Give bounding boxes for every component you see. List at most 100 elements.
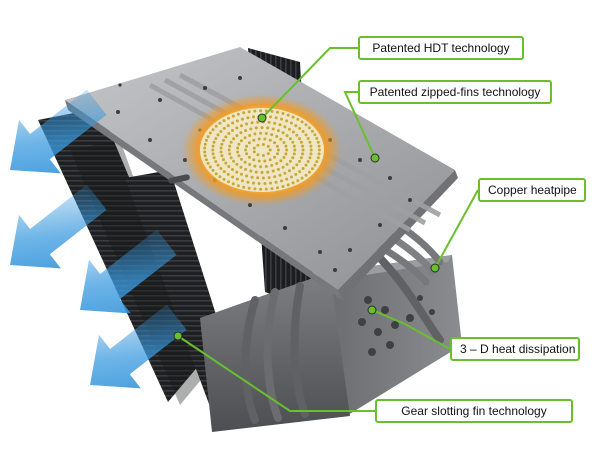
pin-dot bbox=[214, 124, 218, 128]
pin-dot bbox=[266, 126, 270, 130]
pin-dot bbox=[291, 156, 295, 160]
pin-dot bbox=[283, 125, 287, 129]
pin-dot bbox=[228, 152, 232, 156]
callout-zipped-fins-technology: Patented zipped-fins technology bbox=[358, 80, 552, 104]
pin-dot bbox=[247, 186, 251, 190]
pin-dot bbox=[239, 165, 243, 169]
pin-dot bbox=[266, 152, 270, 156]
pin-dot bbox=[239, 157, 243, 161]
pin-dot bbox=[220, 142, 224, 146]
pin-dot bbox=[224, 161, 228, 165]
pin-dot bbox=[263, 137, 267, 141]
pin-dot bbox=[291, 140, 295, 144]
pin-dot bbox=[235, 134, 239, 138]
pin-dot bbox=[243, 160, 247, 164]
pin-dot bbox=[295, 133, 299, 137]
leader-gear bbox=[177, 335, 375, 412]
pin-dot bbox=[235, 162, 239, 166]
pin-dot bbox=[208, 131, 212, 135]
pin-dot bbox=[291, 115, 295, 119]
pin-dot bbox=[227, 116, 230, 120]
pin-dot bbox=[222, 170, 226, 174]
pin-dot bbox=[250, 175, 254, 179]
pin-dot bbox=[252, 181, 255, 185]
pin-dot bbox=[316, 156, 320, 160]
pin-dot bbox=[282, 156, 286, 159]
pin-dot bbox=[214, 160, 218, 163]
pin-dot bbox=[227, 148, 231, 152]
pin-dot bbox=[253, 164, 257, 168]
pin-dot bbox=[231, 114, 235, 118]
dot-gear bbox=[173, 331, 183, 341]
pin-dot bbox=[304, 173, 308, 177]
pin-dot bbox=[212, 156, 216, 160]
pin-dot bbox=[299, 156, 303, 160]
pin-dot bbox=[222, 126, 226, 130]
pin-dot bbox=[245, 152, 249, 156]
pin-dot bbox=[253, 187, 257, 191]
cooler-body bbox=[200, 255, 462, 432]
pin-dot bbox=[292, 152, 296, 156]
dot-zipped bbox=[370, 153, 380, 163]
pin-dot bbox=[264, 165, 268, 168]
pin-dot bbox=[298, 170, 302, 174]
leader-lines bbox=[177, 47, 479, 412]
pin-dot bbox=[247, 141, 251, 145]
pin-dot bbox=[299, 140, 303, 144]
pin-dot bbox=[280, 179, 283, 183]
pin-dot bbox=[271, 169, 275, 173]
pin-dot bbox=[250, 121, 254, 125]
pin-dot bbox=[206, 135, 210, 139]
pin-dot bbox=[228, 144, 232, 148]
pin-dot bbox=[281, 165, 285, 169]
pin-dot bbox=[212, 140, 216, 144]
pin-dot bbox=[252, 138, 256, 142]
pin-dot bbox=[244, 148, 248, 152]
pin-dot bbox=[268, 138, 272, 142]
pin-dot bbox=[275, 152, 279, 156]
pin-dot bbox=[232, 137, 236, 141]
pin-dot bbox=[240, 172, 243, 176]
pin-dot bbox=[259, 131, 263, 135]
pin-dot bbox=[203, 150, 207, 154]
leader-hdt bbox=[261, 47, 358, 119]
pin-dot bbox=[237, 142, 241, 146]
pin-dot bbox=[275, 162, 279, 165]
pin-dot bbox=[244, 129, 248, 133]
pin-dot bbox=[273, 155, 277, 159]
pin-dot bbox=[222, 119, 226, 123]
pin-dot bbox=[306, 137, 310, 140]
pin-dot bbox=[243, 136, 247, 140]
pin-dot bbox=[222, 138, 225, 142]
pin-dot bbox=[304, 163, 308, 167]
pin-dot bbox=[252, 158, 256, 162]
pin-dot bbox=[211, 152, 215, 156]
pin-dot bbox=[304, 133, 308, 137]
side-vent-holes bbox=[358, 295, 435, 356]
pin-dot bbox=[307, 170, 311, 174]
pin-dot bbox=[281, 112, 285, 115]
plate-slot bbox=[168, 174, 190, 184]
pin-dot bbox=[245, 122, 249, 126]
pin-dot bbox=[269, 115, 272, 119]
leader-zipped bbox=[343, 91, 376, 159]
pin-dot bbox=[218, 175, 222, 179]
pin-dot bbox=[245, 174, 249, 178]
pin-dot bbox=[236, 184, 240, 188]
pin-dot bbox=[203, 146, 207, 150]
pin-dot bbox=[241, 179, 244, 183]
pin-dot bbox=[294, 124, 298, 128]
pin-dot bbox=[270, 109, 274, 113]
pin-dot bbox=[306, 160, 310, 163]
pin-dot bbox=[219, 130, 223, 133]
pin-dot bbox=[204, 158, 208, 162]
pin-dot bbox=[308, 140, 312, 144]
dot-dissipation bbox=[367, 305, 377, 315]
pin-dot bbox=[289, 121, 293, 125]
airflow-arrows bbox=[10, 89, 187, 389]
pin-dot bbox=[254, 170, 258, 174]
pin-dot bbox=[288, 137, 292, 141]
pin-dot bbox=[232, 159, 236, 163]
leader-endpoints bbox=[173, 113, 440, 341]
